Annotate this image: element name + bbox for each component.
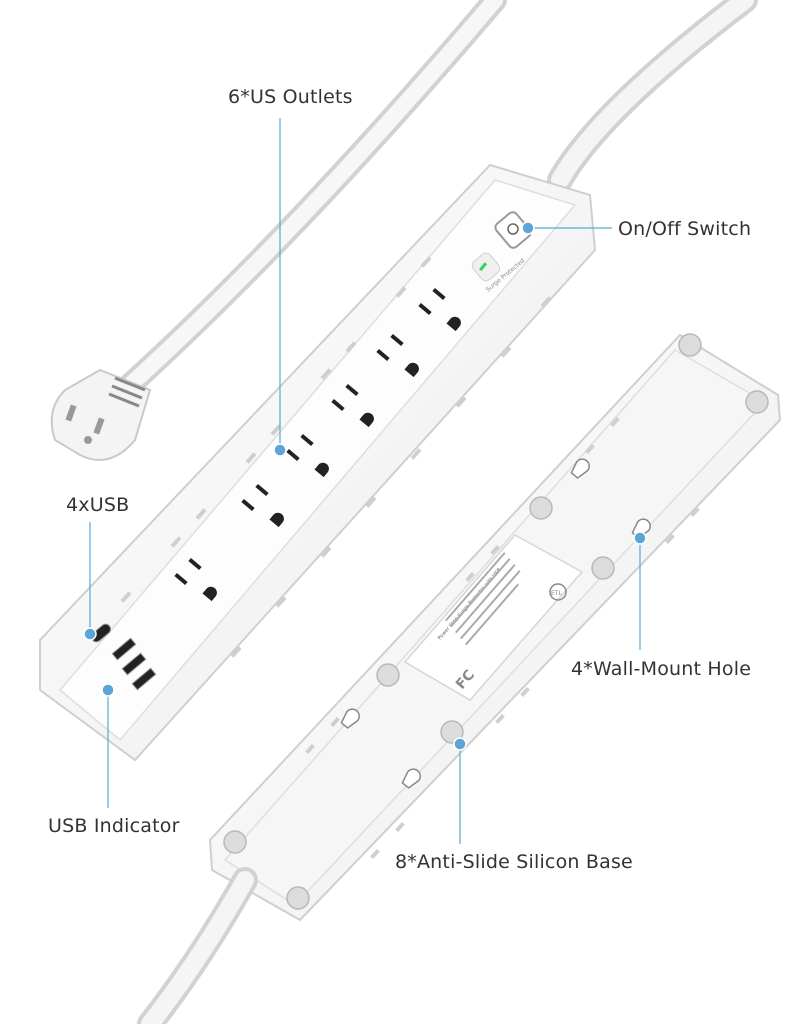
rating-label: Power Strip Surge Protector with USB FC …	[403, 534, 584, 701]
front-strip: Surge Protected	[39, 163, 597, 762]
callout-usb-indicator	[101, 683, 115, 808]
outlet-2	[376, 333, 419, 378]
foot-1	[678, 333, 702, 357]
back-strip: Power Strip Surge Protector with USB FC …	[137, 333, 782, 1024]
foot-8	[286, 886, 310, 910]
usb-ports	[90, 623, 157, 691]
etl-mark: ETL	[551, 590, 562, 597]
outlet-5	[241, 483, 284, 528]
plug-cord	[118, 0, 507, 397]
foot-3	[529, 496, 553, 520]
usb-a-port-2	[121, 652, 147, 676]
foot-4	[591, 556, 615, 580]
callout-outlets	[273, 118, 287, 457]
foot-5	[376, 663, 400, 687]
outlet-6	[174, 557, 217, 602]
callout-silicon	[453, 737, 467, 844]
anti-slide-feet	[223, 333, 769, 910]
foot-6	[440, 720, 464, 744]
label-anti-slide-base: 8*Anti-Slide Silicon Base	[395, 851, 633, 873]
label-on-off-switch: On/Off Switch	[618, 218, 752, 240]
on-off-switch[interactable]	[493, 210, 532, 250]
front-power-cord	[547, 0, 758, 193]
callout-switch	[521, 221, 612, 235]
usb-a-port-3	[131, 667, 157, 691]
usb-a-port-1	[111, 637, 137, 661]
label-wall-mount-hole: 4*Wall-Mount Hole	[571, 658, 752, 680]
back-power-cord	[137, 867, 258, 1024]
outlet-3	[331, 383, 374, 428]
wall-mount-holes	[340, 458, 651, 789]
foot-7	[223, 830, 247, 854]
callouts	[83, 118, 647, 844]
callout-usb	[83, 522, 97, 641]
wall-mount-hole-3	[340, 708, 360, 729]
outlet-4	[286, 433, 329, 478]
flat-plug	[50, 368, 152, 461]
label-fine-print	[445, 552, 521, 646]
plug-grip-lines	[108, 376, 146, 408]
back-side-vents	[305, 416, 700, 860]
label-us-outlets: 6*US Outlets	[228, 86, 353, 108]
label-usb-ports: 4xUSB	[66, 494, 130, 516]
us-outlets	[174, 287, 461, 602]
front-side-vents	[120, 256, 552, 658]
outlet-1	[418, 287, 461, 332]
foot-2	[745, 390, 769, 414]
callout-wall-mount	[633, 531, 647, 650]
wall-mount-hole-4	[401, 768, 421, 789]
label-usb-indicator: USB Indicator	[48, 815, 180, 837]
wall-mount-hole-1	[570, 458, 590, 479]
etl-mark-circle	[549, 583, 567, 601]
